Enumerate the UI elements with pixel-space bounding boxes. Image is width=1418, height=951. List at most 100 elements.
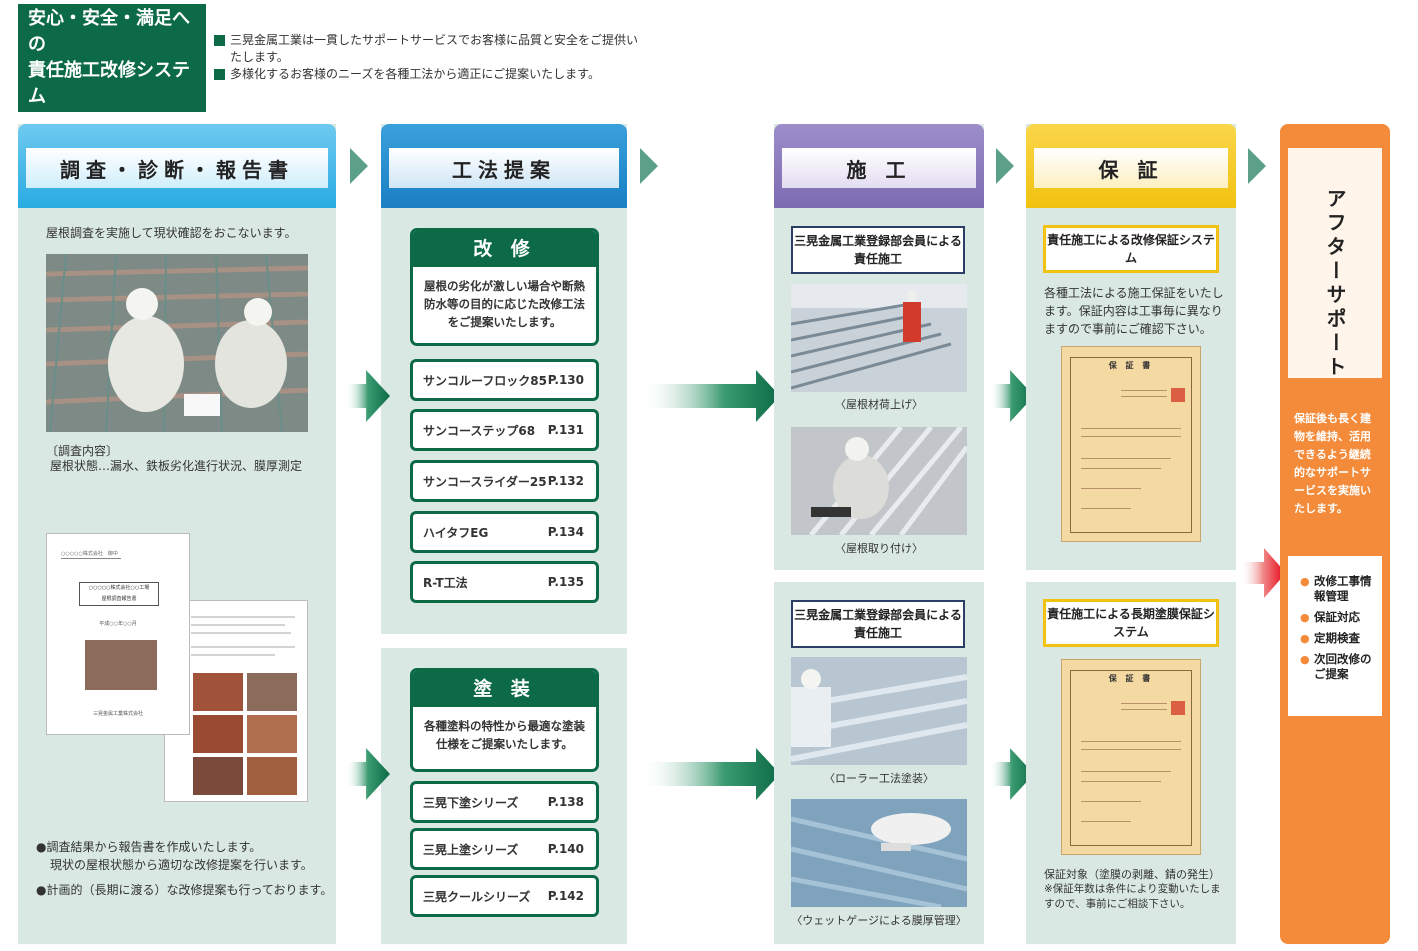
- renovation-text: 屋根の劣化が激しい場合や断熱防水等の目的に応じた改修工法をご提案いたします。: [424, 279, 585, 329]
- certificate-line: [1121, 709, 1167, 710]
- guarantee-text-2: 保証対象（塗膜の剥離、錆の発生）: [1044, 868, 1220, 881]
- after-support-item: 定期検査: [1300, 631, 1382, 646]
- certificate-line: [1121, 703, 1167, 704]
- seal-icon: [1171, 388, 1185, 402]
- report-doc-title: 屋根調査報告書: [101, 596, 137, 602]
- arrow-right-icon: [346, 370, 390, 422]
- construction-header: 施 工: [774, 124, 984, 208]
- caption-roller-painting: 〈ローラー工法塗装〉: [824, 772, 934, 785]
- report-addressee: ○○○○○株式会社 御中: [61, 551, 118, 557]
- method-page: P.142: [547, 889, 584, 903]
- certificate-line: [1081, 488, 1141, 489]
- method-page: P.135: [547, 575, 584, 589]
- report-company: 三晃金属工業株式会社: [92, 711, 143, 717]
- certificate-line: [1081, 458, 1171, 459]
- caption-wet-gauge: 〈ウェットゲージによる膜厚管理〉: [791, 914, 967, 927]
- certificate-line: [1081, 508, 1131, 509]
- arrow-right-icon: [990, 370, 1034, 422]
- report-date: 平成○○年○○月: [99, 621, 137, 627]
- roof-lifting-photo: [791, 284, 967, 392]
- method-name: サンコースライダー25: [423, 474, 547, 489]
- arrow-right-icon: [990, 748, 1034, 800]
- renovation-box: 改 修 屋根の劣化が激しい場合や断熱防水等の目的に応じた改修工法をご提案いたしま…: [410, 228, 599, 346]
- guarantee-header-label: 保 証: [1034, 148, 1228, 188]
- method-sankostep68[interactable]: サンコーステップ68 P.131: [410, 409, 599, 451]
- method-page: P.134: [547, 525, 584, 539]
- roller-painting-photo: [791, 657, 967, 765]
- title-box: 安心・安全・満足への 責任施工改修システム: [18, 4, 206, 112]
- certificate-line: [1081, 428, 1181, 429]
- title-line-2: 責任施工改修システム: [28, 60, 190, 107]
- certificate-line: [1081, 436, 1181, 437]
- method-name: サンコーステップ68: [423, 423, 536, 438]
- method-name: R-T工法: [423, 575, 468, 590]
- certificate-border: 保 証 書: [1070, 670, 1192, 846]
- roof-survey-photo: [46, 254, 308, 432]
- method-name: 三晃上塗シリーズ: [423, 842, 519, 857]
- certificate-line: [1081, 781, 1161, 782]
- report-client: ○○○○○株式会社○○工場: [88, 585, 150, 591]
- method-sankoslider25[interactable]: サンコースライダー25 P.132: [410, 460, 599, 502]
- method-sankoroofrock85[interactable]: サンコルーフロック85 P.130: [410, 359, 599, 401]
- guarantee-label-1: 責任施工による改修保証システム: [1043, 225, 1219, 273]
- wet-gauge-photo: [791, 799, 967, 907]
- certificate-line: [1081, 468, 1161, 469]
- painting-text: 各種塗料の特性から最適な塗装仕様をご提案いたします。: [424, 719, 585, 751]
- after-support-list: 改修工事情報管理 保証対応 定期検査 次回改修のご提案: [1288, 556, 1382, 716]
- construction-header-label: 施 工: [782, 148, 976, 188]
- method-hightuff-eg[interactable]: ハイタフEG P.134: [410, 511, 599, 553]
- method-cool-series[interactable]: 三晃クールシリーズ P.142: [410, 875, 599, 917]
- method-rt[interactable]: R-T工法 P.135: [410, 561, 599, 603]
- method-page: P.130: [547, 373, 584, 387]
- report-title-box: ○○○○○株式会社○○工場 屋根調査報告書: [79, 582, 159, 606]
- seal-icon: [1171, 701, 1185, 715]
- proposal-header-label: 工法提案: [389, 148, 619, 188]
- certificate-line: [1081, 741, 1181, 742]
- certificate-line: [1081, 749, 1181, 750]
- method-page: P.138: [547, 795, 584, 809]
- caption-roof-lifting: 〈屋根材荷上げ〉: [835, 398, 923, 411]
- certificate-border: 保 証 書: [1070, 357, 1192, 533]
- construction-label-1: 三晃金属工業登録部会員による責任施工: [791, 226, 965, 274]
- survey-bullet-1: ●調査結果から報告書を作成いたします。: [36, 840, 262, 854]
- intro-line-1: 三晃金属工業は一貫したサポートサービスでお客様に品質と安全をご提供いたします。: [214, 32, 644, 66]
- guarantee-text-3: ※保証年数は条件により変動いたしますので、事前にご相談下さい。: [1044, 883, 1221, 910]
- report-page-front: ○○○○○株式会社 御中 ○○○○○株式会社○○工場 屋根調査報告書 平成○○年…: [46, 533, 190, 735]
- proposal-header: 工法提案: [381, 124, 627, 208]
- chevron-right-icon: [350, 148, 368, 184]
- survey-content-text: 屋根状態…漏水、鉄板劣化進行状況、膜厚測定: [50, 459, 303, 473]
- method-name: ハイタフEG: [423, 525, 489, 540]
- after-support-column: アフターサポート 保証後も長く建物を維持、活用できるよう継続的なサポートサービス…: [1280, 124, 1390, 944]
- chevron-right-icon: [640, 148, 658, 184]
- survey-header: 調査・診断・報告書: [18, 124, 336, 208]
- after-support-title: アフターサポート: [1323, 188, 1347, 380]
- after-support-title-panel: アフターサポート: [1288, 148, 1382, 380]
- method-page: P.131: [547, 423, 584, 437]
- after-support-item: 次回改修のご提案: [1300, 652, 1382, 682]
- arrow-right-icon: [1240, 548, 1286, 598]
- survey-bullet-1-cont: 現状の屋根状態から適切な改修提案を行います。: [50, 858, 313, 872]
- roof-installation-photo: [791, 427, 967, 535]
- survey-header-label: 調査・診断・報告書: [26, 148, 328, 188]
- survey-text: 屋根調査を実施して現状確認をおこないます。: [46, 226, 297, 240]
- survey-content-heading: 〔調査内容〕: [46, 444, 119, 458]
- arrow-right-icon: [346, 748, 390, 800]
- method-topcoat-series[interactable]: 三晃上塗シリーズ P.140: [410, 828, 599, 870]
- title-line-1: 安心・安全・満足への: [28, 8, 190, 55]
- arrow-right-icon: [640, 370, 780, 422]
- report-underline: [61, 558, 121, 559]
- report-photo: [85, 640, 157, 690]
- method-name: 三晃下塗シリーズ: [423, 795, 519, 810]
- certificate-title: 保 証 書: [1108, 361, 1154, 370]
- guarantee-text-1: 各種工法による施工保証をいたします。保証内容は工事毎に異なりますので事前にご確認…: [1044, 286, 1224, 336]
- painting-title: 塗 装: [413, 671, 596, 707]
- after-support-desc: 保証後も長く建物を維持、活用できるよう継続的なサポートサービスを実施いたします。: [1294, 412, 1371, 515]
- guarantee-label-2: 責任施工による長期塗膜保証システム: [1043, 599, 1219, 647]
- guarantee-certificate-1: 保 証 書: [1061, 346, 1201, 542]
- method-primer-series[interactable]: 三晃下塗シリーズ P.138: [410, 781, 599, 823]
- arrow-right-icon: [640, 748, 780, 800]
- method-page: P.132: [547, 474, 584, 488]
- survey-bullet-2: ●計画的（長期に渡る）な改修提案も行っております。: [36, 883, 333, 897]
- caption-roof-installation: 〈屋根取り付け〉: [835, 542, 923, 555]
- certificate-line: [1081, 801, 1141, 802]
